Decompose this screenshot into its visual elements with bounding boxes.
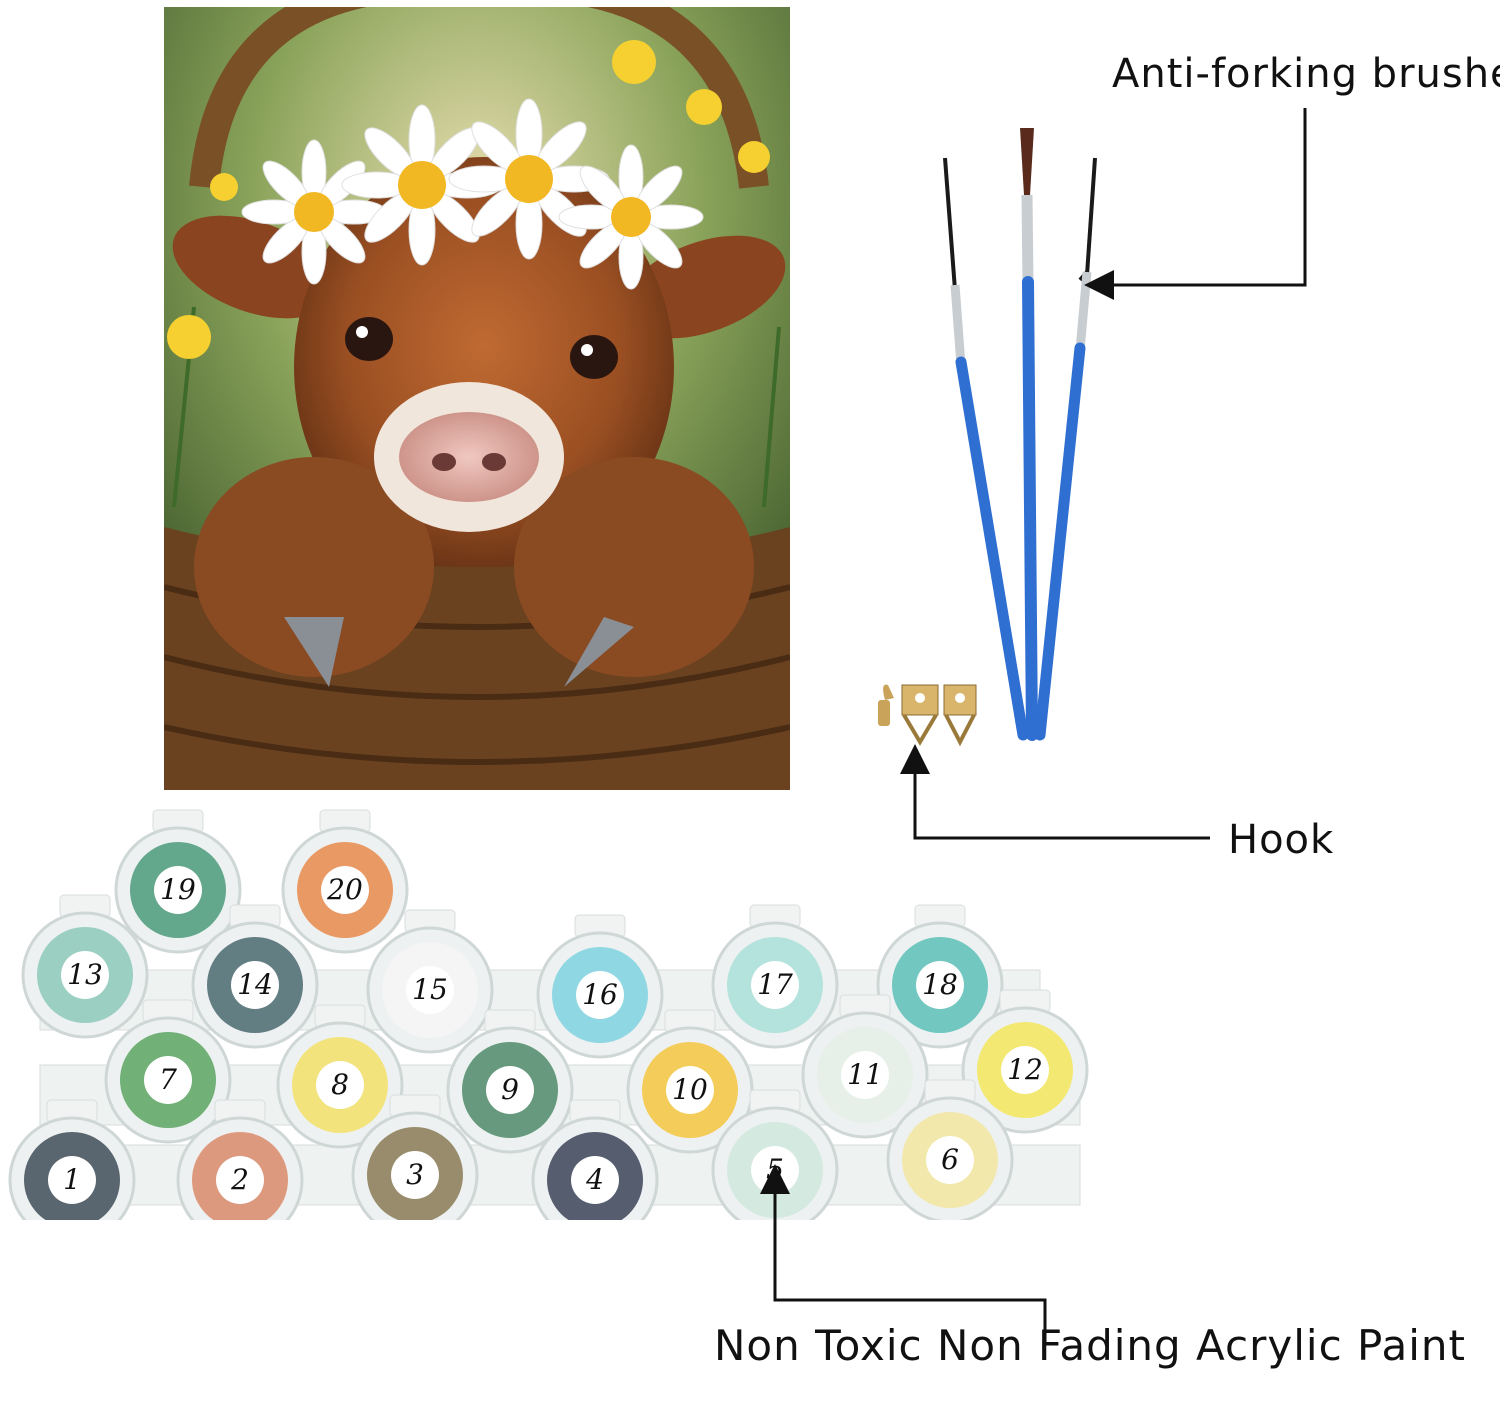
brush-middle: [1020, 128, 1038, 741]
paint-pot-19: 19: [114, 809, 242, 954]
paint-pot-number: 18: [922, 968, 958, 1001]
paint-pot-20: 20: [281, 809, 409, 954]
paint-pot-12: 12: [961, 989, 1089, 1134]
paint-pot-number: 20: [326, 873, 363, 906]
paint-pot-number: 19: [160, 873, 196, 906]
paint-pot-number: 8: [331, 1068, 349, 1101]
paint-pot-number: 1: [63, 1163, 81, 1196]
paint-pot-3: 3: [351, 1094, 479, 1220]
painting-image: [164, 7, 790, 790]
paint-pot-number: 15: [412, 973, 448, 1006]
paint-label: Non Toxic Non Fading Acrylic Paint: [714, 1321, 1466, 1370]
paint-pot-17: 17: [711, 904, 839, 1049]
paint-pot-1: 1: [8, 1099, 136, 1220]
paint-pot-number: 3: [406, 1158, 424, 1191]
paint-pot-number: 13: [67, 958, 103, 991]
paint-pot-13: 13: [21, 894, 149, 1039]
brushes-label: Anti-forking brushes: [1112, 51, 1500, 97]
paint-pot-number: 14: [237, 968, 273, 1001]
paint-pot-6: 6: [886, 1079, 1014, 1220]
paint-pot-2: 2: [176, 1099, 304, 1220]
hook-callout-arrow: [900, 744, 1210, 840]
hook-icon: [878, 684, 977, 747]
paint-pot-11: 11: [801, 994, 929, 1139]
brush-left: [943, 157, 1029, 741]
paint-pot-7: 7: [104, 999, 232, 1144]
paint-pot-number: 9: [501, 1073, 519, 1106]
paint-pot-number: 10: [672, 1073, 708, 1106]
brushes-callout-arrow: [1084, 108, 1307, 300]
paint-pot-number: 12: [1007, 1053, 1043, 1086]
paint-pot-14: 14: [191, 904, 319, 1049]
paint-pot-10: 10: [626, 1009, 754, 1154]
paint-pot-number: 7: [159, 1063, 177, 1096]
paint-pot-number: 6: [941, 1143, 959, 1176]
paint-pot-18: 18: [876, 904, 1004, 1049]
paint-pot-4: 4: [531, 1099, 659, 1220]
paint-callout-arrow: [760, 1164, 1047, 1345]
paint-pot-16: 16: [536, 914, 664, 1059]
paint-pot-8: 8: [276, 1004, 404, 1149]
paint-pot-number: 17: [757, 968, 793, 1001]
brush-right: [1034, 157, 1097, 741]
paint-pot-number: 11: [847, 1058, 883, 1091]
paint-pot-number: 2: [230, 1163, 249, 1196]
paint-pot-number: 16: [582, 978, 618, 1011]
hook-label: Hook: [1228, 817, 1335, 863]
paint-pot-9: 9: [446, 1009, 574, 1154]
paint-pot-number: 4: [585, 1163, 604, 1196]
paint-pot-15: 15: [366, 909, 494, 1054]
accessories-illustration: [878, 128, 1097, 747]
